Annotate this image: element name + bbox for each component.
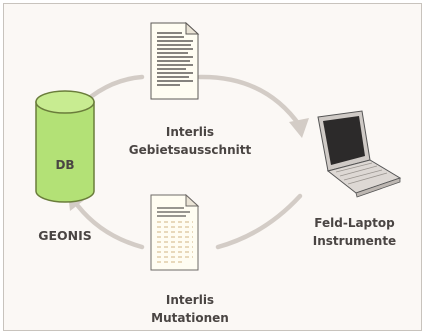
arrow-bottom-right-arc <box>215 193 303 250</box>
arrow-bottom-left-arc <box>75 203 145 250</box>
database-cylinder-icon <box>35 90 95 203</box>
arrowhead-to-laptop <box>289 118 309 138</box>
laptop-caption-line2: Instrumente <box>312 234 397 248</box>
geonis-label: GEONIS <box>38 228 92 243</box>
bottom-document-caption-line2: Mutationen <box>151 311 229 325</box>
bottom-document-icon <box>150 193 200 271</box>
top-document-caption-line2: Gebietsausschnitt <box>128 143 252 157</box>
laptop-icon <box>317 110 402 198</box>
arrow-top-right-arc <box>197 74 303 129</box>
top-document-icon <box>150 21 200 100</box>
database-cylinder-label: DB <box>55 158 75 172</box>
bottom-document-caption-line1: Interlis <box>165 293 215 307</box>
top-document-caption-line1: Interlis <box>165 125 215 139</box>
laptop-caption-line1: Feld-Laptop <box>314 216 395 230</box>
